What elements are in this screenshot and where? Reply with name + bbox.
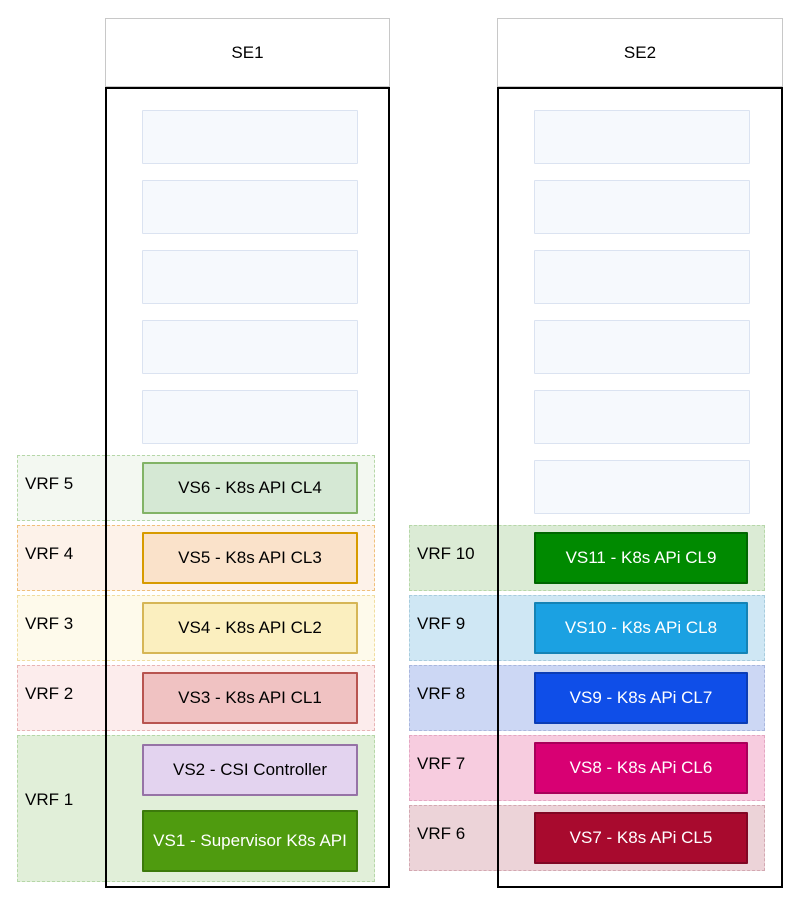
- virtual-service-vs8[interactable]: VS8 - K8s APi CL6: [534, 742, 748, 794]
- vrf-label-vrf8: VRF 8: [417, 684, 466, 703]
- empty-slot-se1-4: [142, 320, 358, 374]
- vrf-label-vrf2: VRF 2: [25, 684, 74, 703]
- empty-slot-se1-3: [142, 250, 358, 304]
- se-title-se2: SE2: [623, 42, 657, 62]
- vrf-label-vrf1: VRF 1: [25, 790, 74, 809]
- vrf-label-vrf4: VRF 4: [25, 544, 74, 563]
- vrf-label-vrf7: VRF 7: [417, 754, 466, 773]
- vrf-label-vrf3: VRF 3: [25, 614, 74, 633]
- empty-slot-se2-4: [534, 320, 750, 374]
- vrf-label-vrf6: VRF 6: [417, 824, 466, 843]
- virtual-service-vs4[interactable]: VS4 - K8s API CL2: [142, 602, 358, 654]
- virtual-service-vs3[interactable]: VS3 - K8s API CL1: [142, 672, 358, 724]
- empty-slot-se2-6: [534, 460, 750, 514]
- virtual-service-vs5[interactable]: VS5 - K8s API CL3: [142, 532, 358, 584]
- virtual-service-vs11[interactable]: VS11 - K8s APi CL9: [534, 532, 748, 584]
- se-body-se2: [497, 87, 783, 888]
- vrf-label-vrf5: VRF 5: [25, 474, 74, 493]
- empty-slot-se2-2: [534, 180, 750, 234]
- empty-slot-se1-1: [142, 110, 358, 164]
- se-title-se1: SE1: [231, 42, 264, 62]
- vrf-label-vrf10: VRF 10: [417, 544, 475, 563]
- virtual-service-vs1[interactable]: VS1 - Supervisor K8s API: [142, 810, 358, 872]
- virtual-service-vs6[interactable]: VS6 - K8s API CL4: [142, 462, 358, 514]
- vrf-label-vrf9: VRF 9: [417, 614, 466, 633]
- empty-slot-se2-1: [534, 110, 750, 164]
- virtual-service-vs7[interactable]: VS7 - K8s APi CL5: [534, 812, 748, 864]
- virtual-service-vs9[interactable]: VS9 - K8s APi CL7: [534, 672, 748, 724]
- empty-slot-se2-5: [534, 390, 750, 444]
- se-body-se1: [105, 87, 390, 888]
- se-header-se2: SE2: [497, 18, 783, 87]
- virtual-service-vs10[interactable]: VS10 - K8s APi CL8: [534, 602, 748, 654]
- empty-slot-se1-2: [142, 180, 358, 234]
- se-header-se1: SE1: [105, 18, 390, 87]
- empty-slot-se1-5: [142, 390, 358, 444]
- virtual-service-vs2[interactable]: VS2 - CSI Controller: [142, 744, 358, 796]
- empty-slot-se2-3: [534, 250, 750, 304]
